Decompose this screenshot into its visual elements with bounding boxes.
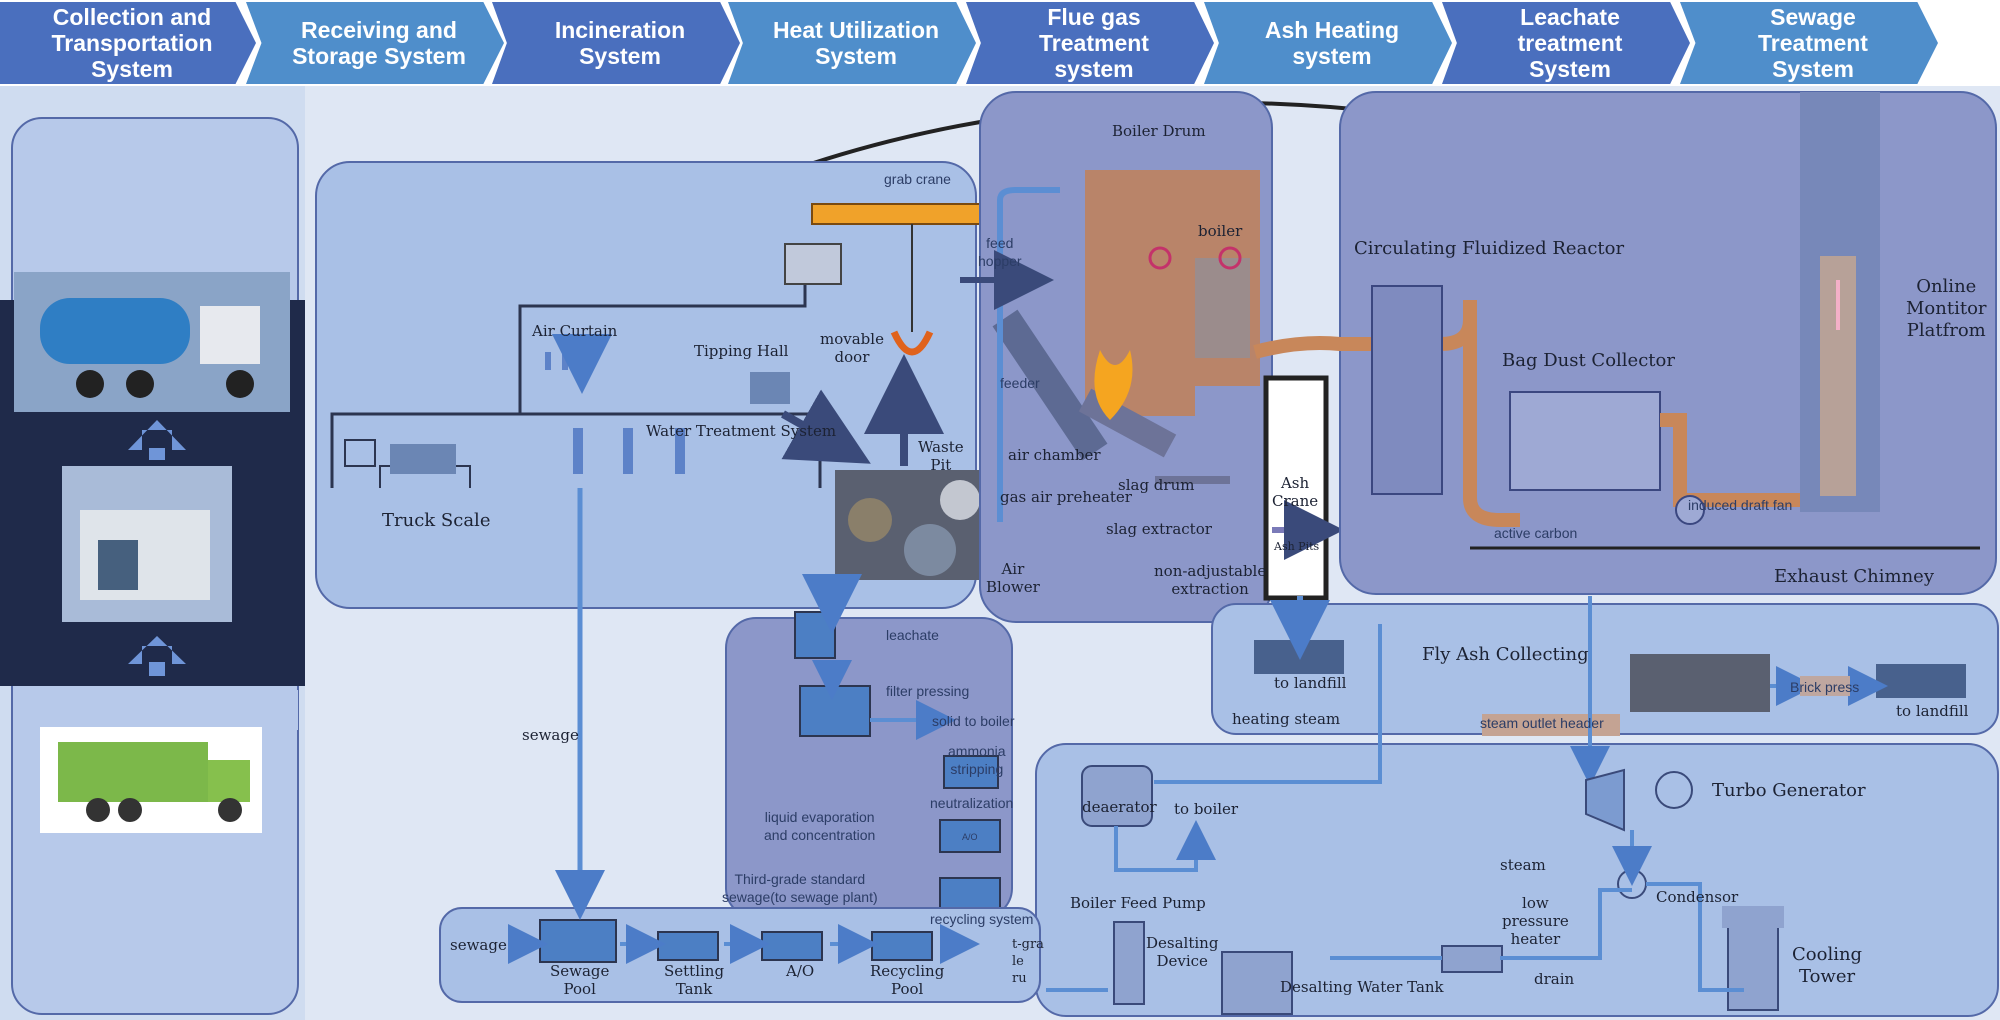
label-sewage-pool: Sewage Pool [550,962,610,998]
stage-ash-heating: Ash Heating system [1204,2,1452,84]
label-online-monitor: Online Montitor Platfrom [1906,276,1987,341]
label-low-pressure-heater: low pressure heater [1502,894,1569,948]
label-slag-extractor: slag extractor [1106,520,1212,538]
label-brick-press: Brick press [1790,679,1860,695]
stage-label: Incineration System [554,17,686,69]
stage-leachate: Leachate treatment System [1442,2,1690,84]
stage-label: Leachate treatment System [1517,4,1623,82]
label-movable-door: movable door [820,330,884,366]
label-boiler: boiler [1198,222,1243,240]
label-truck-scale: Truck Scale [382,510,491,531]
label-third-grade: Third-grade standard sewage(to sewage pl… [722,871,878,905]
stage-sewage: Sewage Treatment System [1680,2,1938,84]
up-arrow-icon [128,420,186,450]
stage-label: Collection and Transportation System [51,4,213,82]
stage-heat-utilization: Heat Utilization System [728,2,976,84]
label-deaerator: deaerator [1082,798,1157,816]
collection-column [0,117,305,1015]
label-third-grade-cut: t-gra le ru [1012,937,1044,986]
label-leachate: leachate [886,627,939,643]
label-steam: steam [1500,856,1546,874]
label-sewage-left: sewage [522,726,579,744]
stage-label: Flue gas Treatment system [1039,4,1149,82]
label-ao-small: A/O [962,832,978,842]
label-tipping-hall: Tipping Hall [694,342,789,360]
label-active-carbon: active carbon [1494,525,1578,541]
label-ash-pits: Ash Pits [1274,540,1320,553]
stage-label: Ash Heating system [1264,17,1400,69]
label-bag-dust-collector: Bag Dust Collector [1502,350,1675,371]
label-settling-tank: Settling Tank [664,962,725,998]
label-slag-drum: slag drum [1118,476,1195,494]
label-sewage-in: sewage [450,936,507,954]
label-non-adjustable: non-adjustable extraction [1154,562,1267,598]
stage-label: Sewage Treatment System [1758,4,1868,82]
label-gas-air-preheater: gas air preheater [1000,488,1132,506]
label-boiler-drum: Boiler Drum [1112,122,1206,140]
label-circulating-reactor: Circulating Fluidized Reactor [1354,238,1625,259]
stage-label: Heat Utilization System [772,17,940,69]
label-induced-draft-fan: induced draft fan [1688,497,1793,513]
label-ash-crane: Ash Crane [1272,474,1319,510]
label-water-treatment: Water Treatment System [646,422,837,440]
label-desalting-water-tank: Desalting Water Tank [1280,978,1444,996]
stage-incineration: Incineration System [492,2,740,84]
label-to-boiler: to boiler [1174,800,1239,818]
label-steam-outlet-header: steam outlet header [1480,715,1604,731]
label-to-landfill-2: to landfill [1896,702,1969,720]
label-feed-hopper: feed hopper [978,235,1022,269]
label-boiler-feed-pump: Boiler Feed Pump [1070,894,1206,912]
process-stage-header: Collection and Transportation System Rec… [0,0,2000,86]
label-recycling-system: recycling system [930,911,1034,927]
label-fly-ash: Fly Ash Collecting [1422,644,1589,665]
up-arrow-icon [128,636,186,664]
label-exhaust-chimney: Exhaust Chimney [1774,566,1935,587]
label-drain: drain [1534,970,1575,988]
label-grab-crane: grab crane [884,171,951,187]
label-air-curtain: Air Curtain [532,322,618,340]
label-liquid-evaporation: liquid evaporation and concentration [764,809,876,843]
label-waste-pit: Waste Pit [918,438,964,474]
label-neutralization: neutralization [930,795,1014,811]
label-condensor: Condensor [1656,888,1739,906]
label-cooling-tower: Cooling Tower [1792,944,1863,987]
label-filter-pressing: filter pressing [886,683,970,699]
label-solid-to-boiler: solid to boiler [932,713,1015,729]
label-air-chamber: air chamber [1008,446,1101,464]
label-to-landfill-1: to landfill [1274,674,1347,692]
label-ao: A/O [786,962,815,980]
label-air-blower: Air Blower [986,560,1040,596]
label-turbo-generator: Turbo Generator [1712,780,1866,801]
label-heating-steam: heating steam [1232,710,1341,728]
stage-receiving: Receiving and Storage System [246,2,504,84]
stage-collection: Collection and Transportation System [0,2,256,84]
label-feeder: feeder [1000,375,1040,391]
label-ammonia-stripping: ammonia stripping [948,743,1006,777]
stage-label: Receiving and Storage System [292,17,466,69]
label-desalting-device: Desalting Device [1146,934,1219,970]
stage-flue-gas: Flue gas Treatment system [966,2,1214,84]
label-recycling-pool: Recycling Pool [870,962,945,998]
